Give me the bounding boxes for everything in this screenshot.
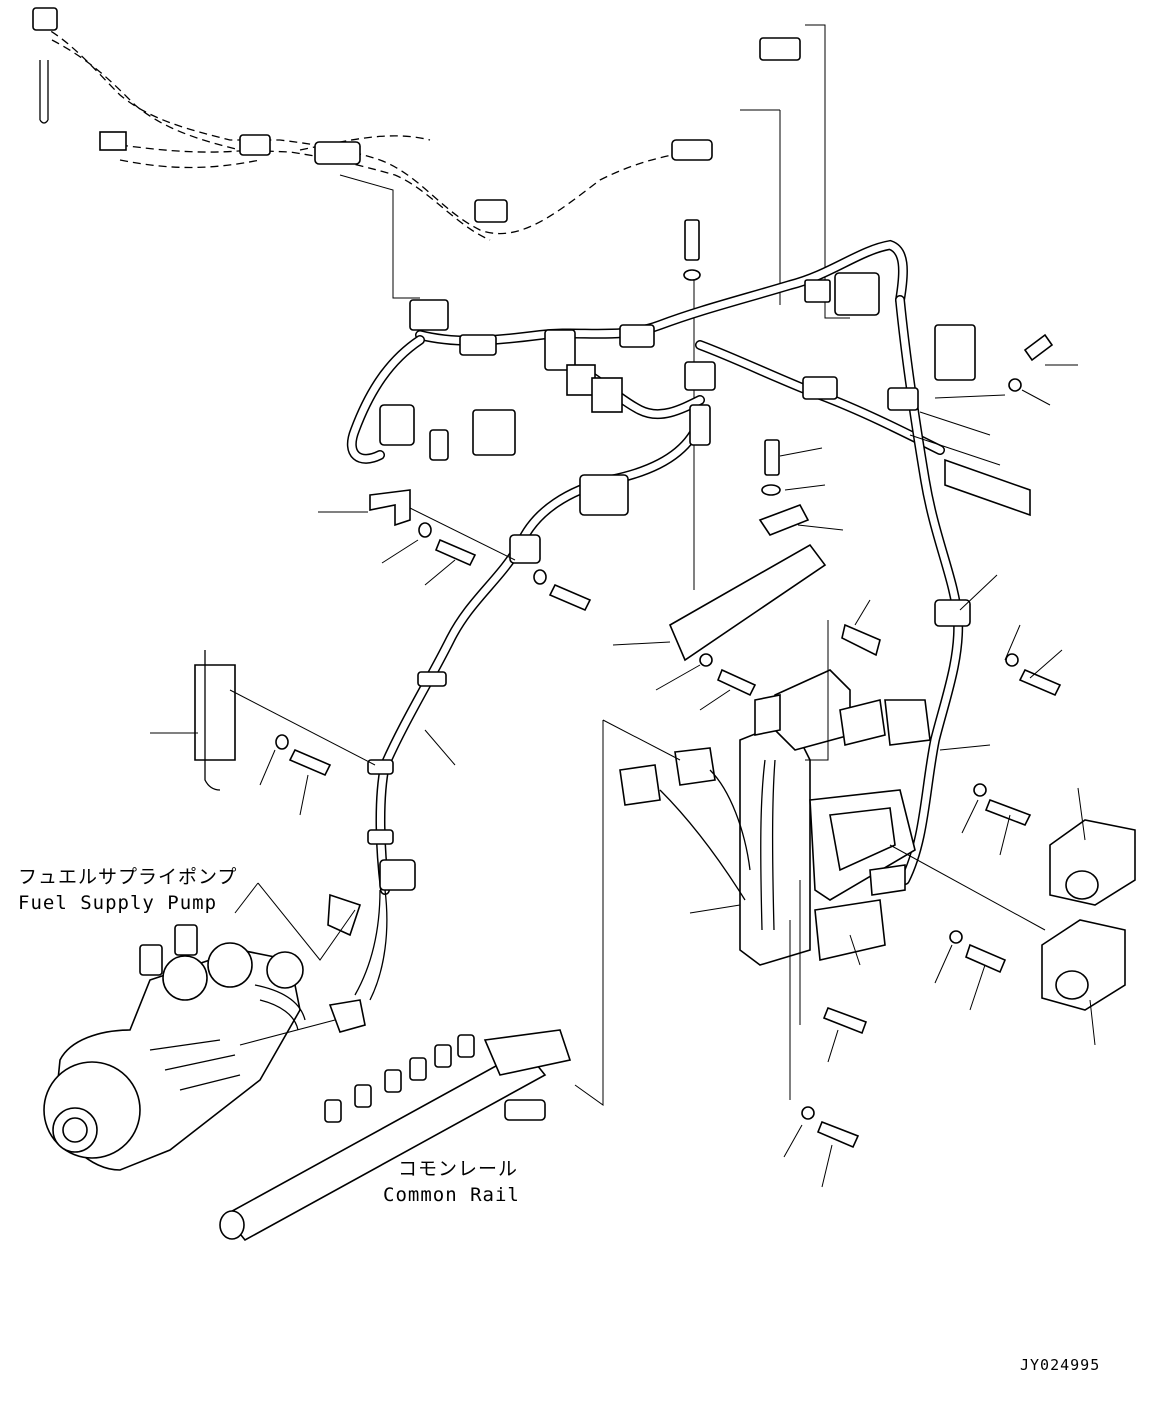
controller-label [814,899,886,961]
connector-b [544,329,576,371]
connector-top-right [759,37,801,61]
pump-connector-a [327,893,362,937]
bolt-6 [841,623,881,657]
connector-j [804,279,831,303]
bracket-left [369,489,411,527]
connector-covers [1041,819,1136,1011]
connector-phantom-c [671,139,713,161]
washer-11 [801,1106,815,1120]
connector-o [619,764,661,806]
bolt-10 [984,798,1032,827]
connector-n [579,474,629,516]
bracket-long [668,543,827,662]
washer-6 [699,653,713,667]
drawing-id: JY024995 [1020,1356,1101,1374]
clamp-phantom-a [239,134,271,156]
clamp-h [367,829,394,845]
rail-sensor [483,1029,572,1076]
harness-connectors [327,272,976,1033]
cover-lower [1041,919,1126,1011]
bolt-7 [716,668,757,697]
bolt-2 [764,439,780,476]
bolt-3 [1023,333,1054,362]
pump-head-a [162,955,208,1001]
pump-connector-b [328,999,366,1033]
clamp-e [934,599,971,627]
cover-upper-hole [1065,870,1099,900]
connector-e [619,324,655,348]
clamp-a [459,334,497,356]
controller-clamp [869,864,906,896]
connector-k [934,324,976,381]
connector-c [566,364,596,396]
pump-bracket [194,664,236,761]
fuel-pump-label-en: Fuel Supply Pump [18,892,218,914]
connector-top-left [32,7,58,31]
common-rail [219,1029,572,1242]
common-rail-label-jp: コモンレール [398,1158,519,1180]
connector-g [689,404,711,446]
cover-lower-hole [1055,970,1089,1000]
clamp-f [417,671,447,687]
fuel-supply-pump [43,924,306,1171]
connector-f [684,361,716,391]
fuel-pump-label-jp: フュエルサプライポンプ [18,866,238,888]
connector-l [472,409,516,456]
washer-2 [761,484,781,496]
clamp-b [429,429,449,461]
rail-valve [504,1099,546,1121]
connector-phantom-b [474,199,508,223]
leader-lines [150,364,1096,1188]
connector-i [834,272,880,316]
bolt-12 [822,1006,868,1035]
washer-3 [1008,378,1022,392]
clamp-c [887,387,919,411]
bolt-9 [288,748,332,777]
main-harness [346,239,964,1001]
phantom-harness [32,7,801,241]
connector-m [379,404,415,446]
washer-7 [1005,653,1019,667]
fasteners [194,219,1062,1149]
connector-h [802,376,838,400]
washer-8 [275,734,289,750]
washer-5 [533,569,547,585]
clamp-g [367,759,394,775]
controller-connector-left [754,694,781,736]
controller-connector-right2 [884,699,931,746]
bolt-1 [684,219,700,261]
connector-p [674,747,716,786]
controller-connector-right [839,699,886,746]
washer-1 [683,269,701,281]
washer-10 [949,930,963,944]
washer-9 [973,783,987,797]
washer-4 [418,522,432,538]
bolt-4 [434,538,477,567]
bolt-5 [548,583,592,612]
controller-connector-top [774,669,851,751]
connector-a [409,299,449,331]
connector-phantom-a [99,131,127,151]
bracket-right [944,458,1031,517]
pump-head-c [266,951,304,989]
bracket-small [758,504,810,536]
controller-assembly [619,669,931,966]
common-rail-label-en: Common Rail [383,1184,520,1206]
clamp-phantom-b [314,141,361,165]
controller-port [829,807,896,872]
bolt-11 [965,943,1007,974]
connector-d [591,377,623,413]
bolt-13 [816,1120,860,1149]
bolt-8 [1018,668,1062,697]
clamp-d [509,534,541,564]
pump-head-b [207,942,253,988]
clamp-i [379,859,416,891]
